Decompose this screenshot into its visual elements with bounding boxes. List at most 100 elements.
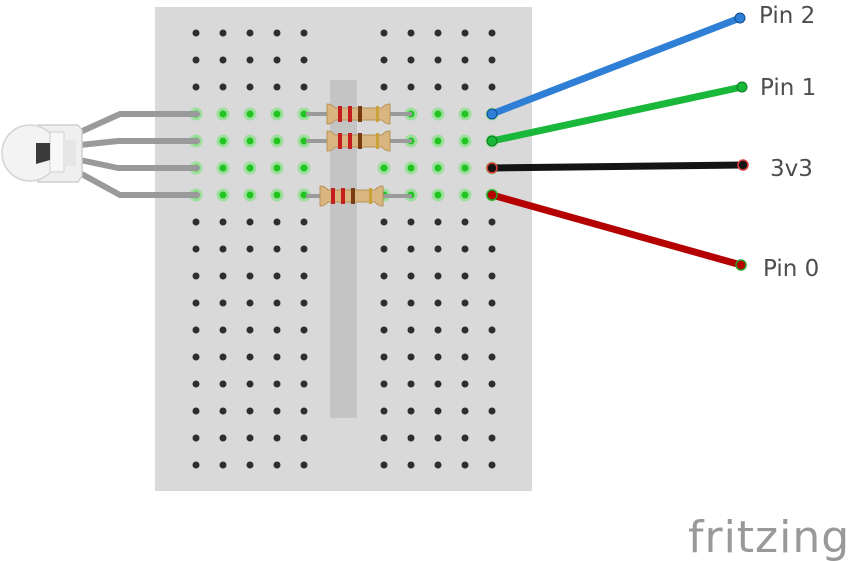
breadboard-hole	[461, 110, 469, 118]
breadboard-hole	[380, 272, 388, 280]
breadboard-hole	[300, 326, 308, 334]
breadboard-hole	[407, 56, 415, 64]
breadboard-hole	[273, 56, 281, 64]
breadboard-hole	[246, 56, 254, 64]
breadboard-hole	[461, 137, 469, 145]
breadboard-hole	[380, 56, 388, 64]
breadboard-hole	[246, 407, 254, 415]
breadboard-channel	[330, 80, 357, 418]
breadboard-hole	[407, 29, 415, 37]
breadboard-hole	[300, 299, 308, 307]
breadboard-hole	[407, 218, 415, 226]
breadboard-hole	[273, 272, 281, 280]
breadboard-hole	[219, 191, 227, 199]
breadboard-hole	[407, 461, 415, 469]
breadboard-hole	[461, 272, 469, 280]
label-pin-0: Pin 0	[763, 256, 819, 282]
led-leg-4	[75, 169, 200, 198]
breadboard-hole	[219, 110, 227, 118]
breadboard-hole	[246, 29, 254, 37]
breadboard-hole	[246, 326, 254, 334]
breadboard-hole	[380, 83, 388, 91]
breadboard-hole	[192, 83, 200, 91]
breadboard-hole	[300, 137, 308, 145]
breadboard-hole	[219, 272, 227, 280]
breadboard-hole	[488, 218, 496, 226]
resistor-1	[306, 103, 412, 125]
breadboard-hole	[380, 29, 388, 37]
breadboard-hole	[434, 218, 442, 226]
label-pin-2: Pin 2	[759, 3, 815, 29]
breadboard-hole	[434, 137, 442, 145]
breadboard-hole	[407, 380, 415, 388]
breadboard-hole	[434, 299, 442, 307]
breadboard-hole	[246, 380, 254, 388]
wires	[488, 14, 747, 269]
breadboard-hole	[219, 245, 227, 253]
breadboard-hole	[380, 434, 388, 442]
breadboard-hole	[273, 137, 281, 145]
breadboard-hole	[300, 218, 308, 226]
breadboard-hole	[434, 272, 442, 280]
breadboard-hole	[300, 434, 308, 442]
breadboard-hole	[273, 380, 281, 388]
breadboard-hole	[246, 164, 254, 172]
breadboard-hole	[300, 380, 308, 388]
breadboard-hole	[219, 137, 227, 145]
breadboard-hole	[300, 272, 308, 280]
breadboard-hole	[246, 191, 254, 199]
breadboard-hole	[434, 461, 442, 469]
breadboard-hole	[488, 56, 496, 64]
breadboard-hole	[434, 434, 442, 442]
breadboard-hole	[434, 353, 442, 361]
breadboard-hole	[273, 299, 281, 307]
breadboard-hole	[192, 56, 200, 64]
breadboard-hole	[407, 299, 415, 307]
wire-ends	[486, 12, 749, 271]
breadboard-hole	[488, 380, 496, 388]
breadboard-hole	[219, 164, 227, 172]
breadboard-hole	[380, 326, 388, 334]
breadboard-hole	[300, 110, 308, 118]
breadboard-hole	[192, 380, 200, 388]
led-leg-2	[77, 138, 200, 148]
breadboard-hole	[434, 245, 442, 253]
breadboard-hole	[461, 29, 469, 37]
breadboard-hole	[488, 407, 496, 415]
breadboard-hole	[219, 353, 227, 361]
breadboard-hole	[246, 272, 254, 280]
breadboard-hole	[461, 434, 469, 442]
breadboard-hole	[219, 83, 227, 91]
breadboard-hole	[488, 353, 496, 361]
breadboard-hole	[219, 407, 227, 415]
breadboard-hole	[192, 461, 200, 469]
breadboard-hole	[434, 407, 442, 415]
breadboard-hole	[434, 380, 442, 388]
breadboard-hole	[192, 326, 200, 334]
breadboard-hole	[273, 461, 281, 469]
breadboard-hole	[246, 137, 254, 145]
led-leg-3	[77, 157, 200, 171]
led-leg-1	[75, 111, 200, 136]
breadboard-hole	[461, 83, 469, 91]
breadboard-hole	[461, 380, 469, 388]
breadboard-hole	[273, 434, 281, 442]
breadboard-hole	[273, 218, 281, 226]
breadboard-hole	[273, 407, 281, 415]
breadboard-hole	[192, 434, 200, 442]
breadboard-hole	[407, 245, 415, 253]
breadboard-hole	[461, 56, 469, 64]
breadboard-hole	[219, 299, 227, 307]
breadboard-hole	[219, 218, 227, 226]
breadboard-hole	[434, 29, 442, 37]
breadboard-hole	[300, 245, 308, 253]
breadboard-hole	[219, 434, 227, 442]
breadboard-hole	[246, 299, 254, 307]
breadboard-hole	[192, 218, 200, 226]
breadboard-hole	[380, 218, 388, 226]
breadboard-hole	[300, 56, 308, 64]
breadboard-hole	[434, 83, 442, 91]
breadboard-hole	[488, 461, 496, 469]
breadboard-hole	[407, 83, 415, 91]
